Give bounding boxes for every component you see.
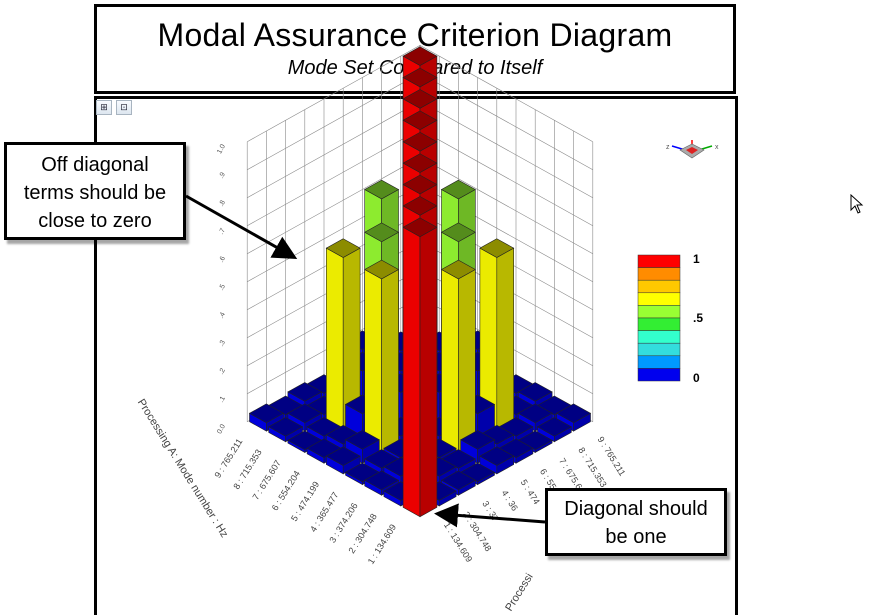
bar-top [402, 153, 438, 173]
bar-face-right [419, 226, 438, 518]
bar-top [402, 131, 438, 152]
z-tick-label: .3 [218, 339, 227, 348]
bar-top [287, 382, 323, 402]
bar-top [402, 196, 438, 216]
right-mode-label: 3 : 37 [480, 499, 500, 523]
bar-top [402, 110, 438, 131]
bar-mode-7-3 [325, 238, 361, 432]
bar-face-right [381, 268, 399, 454]
bar-top [287, 403, 323, 424]
bar-top [402, 217, 438, 238]
chart-legend: 1.50 [637, 252, 703, 385]
bar-mode-5-3 [364, 259, 400, 454]
bar-top [460, 430, 496, 450]
bar-face-right [496, 247, 515, 432]
fit-view-icon: ⊞ [100, 102, 108, 112]
fit-view-button[interactable]: ⊞ [96, 100, 112, 115]
bar-top [344, 430, 380, 450]
svg-text:z: z [666, 144, 670, 151]
bar-top [479, 446, 515, 466]
z-tick-label: .9 [218, 171, 227, 180]
bar-top [306, 417, 342, 437]
diagonal-callout: Diagonal should be one [545, 488, 727, 556]
bar-top [440, 470, 476, 491]
bar-mode-3-7 [479, 238, 515, 432]
z-tick-label: .5 [218, 283, 227, 292]
chart-title: Modal Assurance Criterion Diagram [157, 17, 673, 53]
bar-mode-8-1 [268, 417, 304, 443]
bar-top [517, 403, 553, 424]
right-mode-label: 4 : 36 [500, 488, 520, 512]
right-axis-title: Processi [503, 571, 536, 613]
legend-swatch [637, 317, 681, 331]
bar-face-left [364, 268, 382, 454]
z-tick-label: .4 [218, 311, 227, 320]
bar-top [440, 222, 476, 243]
zoom-icon: ⊡ [120, 102, 128, 112]
off-diagonal-line-3: close to zero [38, 210, 152, 232]
z-tick-label: 1.0 [216, 143, 227, 155]
legend-label: 0 [693, 371, 700, 385]
legend-swatch [637, 342, 681, 357]
bar-mode-1-1 [402, 217, 438, 518]
mouse-cursor-icon [850, 194, 864, 214]
bar-top [325, 238, 361, 258]
chart-bars [248, 46, 592, 518]
diagonal-line-1: Diagonal should [564, 498, 708, 520]
bar-top [364, 470, 400, 491]
off-diagonal-line-1: Off diagonal [41, 154, 149, 176]
bar-top [364, 179, 400, 200]
bar-top [402, 89, 438, 109]
legend-swatch [637, 368, 681, 382]
bar-top [440, 259, 476, 280]
bar-top [268, 417, 304, 437]
z-tick-label: 0.0 [216, 423, 227, 435]
bar-top [402, 174, 438, 195]
bar-top [517, 382, 553, 402]
off-diagonal-line-2: terms should be [23, 182, 167, 204]
bar-mode-1-8 [536, 417, 572, 443]
legend-swatch [637, 330, 681, 344]
bar-top [402, 46, 438, 66]
bar-top [325, 446, 361, 466]
z-tick-label: .1 [218, 395, 227, 404]
legend-swatch [637, 305, 681, 319]
legend-swatch [637, 267, 681, 281]
bar-top [248, 403, 284, 424]
bar-top [364, 222, 400, 243]
zoom-button[interactable]: ⊡ [116, 100, 132, 115]
bar-top [402, 67, 438, 88]
diagonal-line-2: be one [605, 526, 667, 548]
bar-face-left [441, 268, 459, 454]
bar-top [440, 179, 476, 200]
z-tick-label: .2 [218, 367, 227, 376]
orientation-triad-icon: z x [666, 140, 719, 159]
legend-swatch [637, 355, 681, 369]
bar-top [556, 403, 592, 424]
bar-top [479, 238, 515, 258]
bar-face-right [458, 268, 476, 454]
legend-swatch [637, 254, 681, 268]
z-tick-label: .6 [218, 255, 227, 264]
svg-text:x: x [715, 144, 719, 151]
off-diagonal-callout: Off diagonal terms should be close to ze… [4, 142, 186, 240]
z-tick-label: .7 [218, 227, 227, 236]
legend-swatch [637, 292, 681, 306]
bar-mode-3-5 [440, 259, 476, 454]
bar-face-left [402, 226, 421, 518]
legend-swatch [637, 279, 681, 294]
bar-top [364, 259, 400, 280]
bar-face-left [325, 247, 344, 432]
bar-top [536, 417, 572, 437]
legend-label: .5 [693, 311, 703, 325]
legend-label: 1 [693, 252, 700, 266]
right-mode-label: 5 : 474 [519, 478, 542, 507]
z-tick-label: .8 [218, 199, 227, 208]
